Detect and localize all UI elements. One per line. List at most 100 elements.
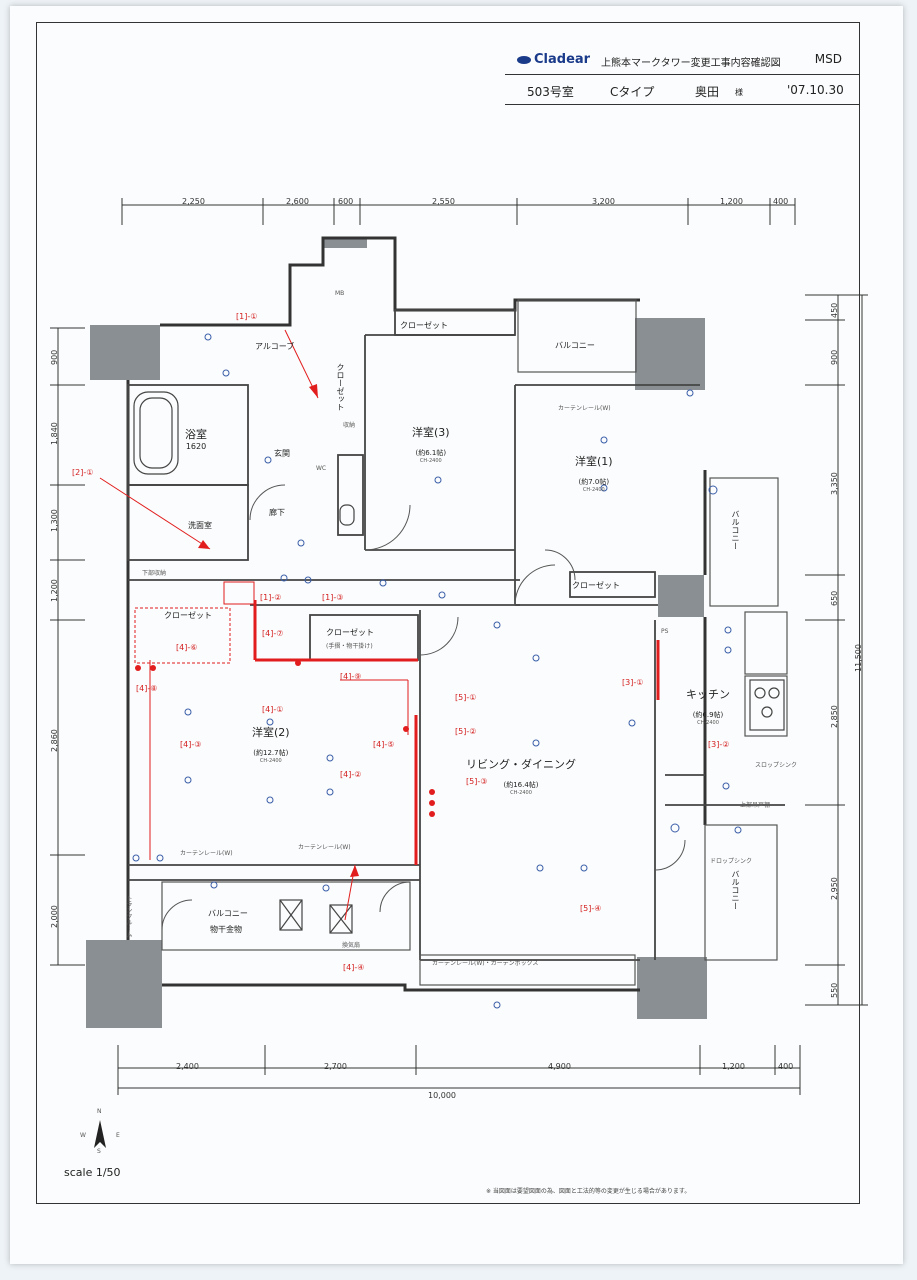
pipe-space: PS: [661, 628, 669, 635]
closet-mid: クローゼット: [336, 363, 345, 411]
room-western-3: 洋室(3)(約6.1帖)CH-2400: [412, 426, 450, 464]
modification-walls: [253, 600, 660, 865]
right-dimension-line: [805, 294, 868, 1006]
info-row: 503号室 Cタイプ 奥田 様 '07.10.30: [505, 76, 860, 105]
dim-top-5: 3,200: [592, 197, 615, 206]
dim-top-4: 2,550: [432, 197, 455, 206]
room-alcove: アルコーブ: [255, 342, 295, 351]
toilet: WC: [316, 465, 327, 472]
room-western-1: 洋室(1)(約7.0帖)CH-2400: [575, 455, 613, 493]
north-arrow: [94, 1120, 106, 1148]
curtain-rail-1: カーテンレール(W): [558, 405, 611, 412]
balcony-bottom: バルコニー: [208, 909, 248, 918]
lower-storage: 下部収納: [142, 570, 167, 577]
dim-left-2: 1,840: [50, 422, 59, 445]
dim-left-1: 900: [50, 349, 59, 365]
dim-left-3: 1,300: [50, 509, 59, 532]
dim-bottom-4: 1,200: [722, 1062, 745, 1071]
compass: N S W E: [80, 1108, 120, 1155]
dim-top-1: 2,250: [182, 197, 205, 206]
electrical-markers: [132, 333, 742, 1009]
dim-left-6: 2,000: [50, 905, 59, 928]
curtain-rail-3: カーテンレール(W): [298, 844, 351, 851]
tag-1-2: [1]-②: [260, 593, 282, 602]
room-wash: 洗面室: [188, 521, 212, 530]
dim-right-4: 650: [830, 590, 839, 606]
door-swings: [161, 484, 686, 931]
room-living-dining: リビング・ダイニング(約16.4帖)CH-2400: [466, 758, 576, 796]
balcony-right: バルコニー: [731, 510, 740, 550]
closet-hanger: (手摺・物干掛け): [326, 643, 373, 650]
issue-date: '07.10.30: [787, 83, 844, 97]
title-block: Cladear 上熊本マークタワー変更工事内容確認図 MSD: [505, 46, 860, 75]
dim-right-5: 2,850: [830, 705, 839, 728]
dim-top-3: 600: [338, 197, 354, 206]
dim-right-2: 900: [830, 349, 839, 365]
switch-markers: [135, 660, 435, 817]
balconies: [161, 299, 788, 986]
top-dimension-line: [121, 198, 796, 225]
dim-bottom-5: 400: [778, 1062, 794, 1071]
compass-e: E: [116, 1132, 120, 1139]
drop-sink: ドロップシンク: [710, 858, 753, 865]
outer-walls: [126, 236, 707, 992]
footnote: ※ 当図面は要望図面の為、図面と工法的等の変更が生じる場合があります。: [486, 1188, 691, 1195]
dim-top-7: 400: [773, 197, 789, 206]
project-code: MSD: [814, 52, 842, 66]
tag-4-1: [4]-①: [262, 705, 284, 714]
tag-4-8: [4]-⑧: [136, 684, 158, 693]
tag-4-5: [4]-⑤: [373, 740, 395, 749]
closet-hall: クローゼット: [326, 628, 374, 637]
dim-right-3: 3,350: [830, 472, 839, 495]
company-logo: Cladear: [517, 52, 590, 67]
dim-bottom-1: 2,400: [176, 1062, 199, 1071]
closet-western-2: クローゼット: [164, 611, 212, 620]
dim-left-4: 1,200: [50, 579, 59, 602]
curtain-rail-2: カーテンレール(W): [180, 850, 233, 857]
dim-right-6: 2,950: [830, 877, 839, 900]
vent-fan: 換気扇: [342, 942, 361, 949]
tag-1-1: [1]-①: [236, 312, 258, 321]
dim-bottom-2: 2,700: [324, 1062, 347, 1071]
room-corridor: 廊下: [269, 508, 285, 517]
tag-5-4: [5]-④: [580, 904, 602, 913]
left-dimension-line: [50, 327, 85, 966]
storage: 収納: [343, 422, 356, 429]
modification-guides: [99, 329, 409, 921]
tag-4-6: [4]-⑥: [176, 643, 198, 652]
modification-arrows: [198, 384, 359, 877]
meter-box: MB: [335, 290, 345, 297]
drawing-sheet: [10, 6, 903, 1264]
tag-5-1: [5]-①: [455, 693, 477, 702]
bottom-dimension-line: [117, 1045, 801, 1095]
scale-label: scale 1/50: [64, 1166, 121, 1179]
tag-4-2: [4]-②: [340, 770, 362, 779]
room-kitchen: キッチン(約6.9帖)CH-2400: [686, 688, 730, 726]
curtain-rail-living: カーテンレール(W)・カーテンボックス: [432, 960, 539, 967]
unit-type: Cタイプ: [610, 85, 655, 99]
tag-2-1: [2]-①: [72, 468, 94, 477]
drawing-frame: [36, 22, 860, 1204]
dim-right-total: 11,500: [854, 644, 863, 672]
dim-top-6: 1,200: [720, 197, 743, 206]
structural-columns: [86, 238, 707, 1028]
owner-suffix: 様: [735, 88, 743, 97]
balcony-kitchen: バルコニー: [731, 870, 740, 910]
closet-top: クローゼット: [400, 321, 448, 330]
fixtures: [133, 391, 785, 934]
trunk-room: トランクルーム: [125, 895, 132, 937]
tag-3-1: [3]-①: [622, 678, 644, 687]
compass-w: W: [80, 1132, 86, 1139]
dim-left-5: 2,860: [50, 729, 59, 752]
closet-small: クローゼット: [572, 581, 620, 590]
tag-4-4: [4]-④: [343, 963, 365, 972]
tag-4-7: [4]-⑦: [262, 629, 284, 638]
dim-right-1: 450: [830, 302, 839, 318]
unit-number: 503号室: [527, 85, 574, 99]
interior-walls: [127, 309, 785, 961]
dim-bottom-3: 4,900: [548, 1062, 571, 1071]
owner-name: 奥田: [695, 85, 720, 99]
dim-right-7: 550: [830, 982, 839, 998]
